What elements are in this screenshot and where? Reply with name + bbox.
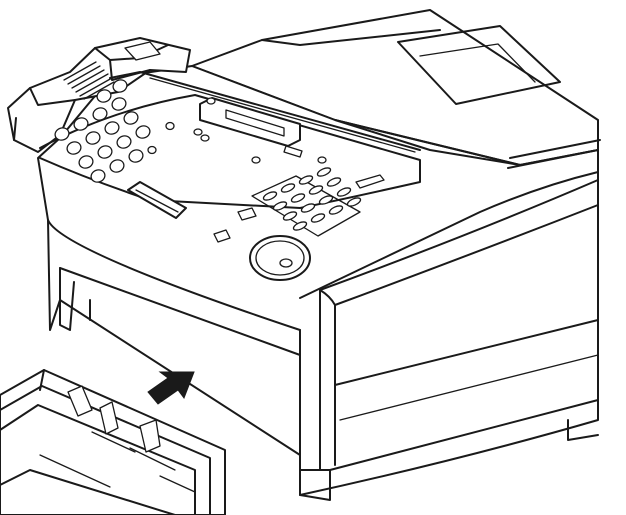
- paper-tray: [0, 369, 226, 515]
- mode-button: [147, 145, 157, 155]
- keypad-key: [73, 117, 89, 131]
- keypad-key: [282, 211, 298, 221]
- keypad-key: [292, 221, 308, 231]
- keypad-key: [123, 111, 139, 125]
- keypad-key: [300, 203, 316, 213]
- navigator-dial: [249, 235, 311, 281]
- one-touch-keypad: [251, 167, 362, 237]
- panel-button: [251, 156, 261, 164]
- main-body: [37, 65, 601, 501]
- keypad-key: [280, 183, 296, 193]
- insert-arrow: [147, 371, 195, 405]
- keypad-key: [326, 177, 342, 187]
- keypad-key: [97, 145, 113, 159]
- keypad-key: [328, 205, 344, 215]
- panel-button: [193, 128, 203, 136]
- panel-button: [283, 145, 303, 158]
- panel-button: [206, 97, 216, 105]
- dial-keypad: [54, 79, 151, 183]
- keypad-key: [135, 125, 151, 139]
- keypad-key: [92, 107, 108, 121]
- keypad-key: [85, 131, 101, 145]
- one-touch-keys: [262, 167, 362, 231]
- keypad-key: [116, 135, 132, 149]
- keypad-key: [272, 201, 288, 211]
- small-button: [213, 229, 231, 243]
- keypad-key: [111, 97, 127, 111]
- keypad-key: [298, 175, 314, 185]
- speaker-grille: [63, 61, 115, 100]
- keypad-key: [90, 169, 106, 183]
- keypad-key: [96, 89, 112, 103]
- keypad-key: [310, 213, 326, 223]
- keypad-key: [66, 141, 82, 155]
- keypad-key: [104, 121, 120, 135]
- panel-button: [200, 134, 210, 142]
- panel-button: [355, 174, 385, 189]
- mode-buttons: [127, 121, 257, 243]
- keypad-key: [318, 195, 334, 205]
- keypad-key: [262, 191, 278, 201]
- keypad-key: [346, 197, 362, 207]
- panel-button: [317, 156, 327, 164]
- mode-button: [165, 121, 175, 131]
- keypad-key: [316, 167, 332, 177]
- control-panel: [39, 71, 421, 209]
- keypad-key: [112, 79, 128, 93]
- small-button: [237, 207, 257, 221]
- keypad-key: [290, 193, 306, 203]
- keypad-key: [54, 127, 70, 141]
- keypad-key: [336, 187, 352, 197]
- keypad-key: [78, 155, 94, 169]
- keypad-key: [308, 185, 324, 195]
- keypad-key: [109, 159, 125, 173]
- keypad-key: [128, 149, 144, 163]
- top-cover: [191, 9, 599, 166]
